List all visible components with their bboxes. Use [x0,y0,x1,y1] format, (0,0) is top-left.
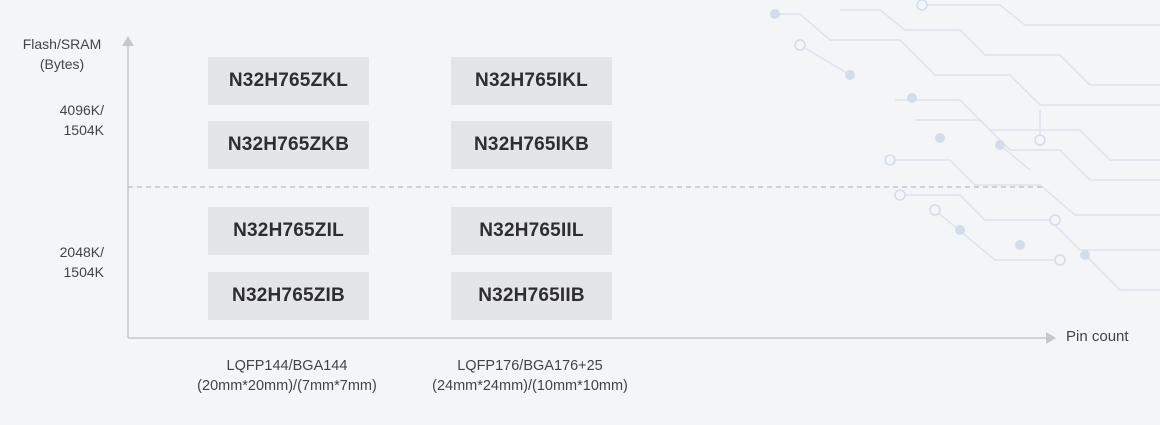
y-axis-arrow [122,36,134,46]
x-category-line2: (24mm*24mm)/(10mm*10mm) [432,378,628,394]
y-axis-title-line2: (Bytes) [39,56,85,72]
part-box-n32h765zil[interactable]: N32H765ZIL [208,207,369,255]
part-box-n32h765iil[interactable]: N32H765IIL [451,207,612,255]
x-axis-title: Pin count [1066,328,1129,345]
y-tick-2048k: 2048K/ 1504K [20,242,104,282]
x-category-line2: (20mm*20mm)/(7mm*7mm) [197,378,377,394]
y-tick-4096k: 4096K/ 1504K [20,100,104,140]
y-tick-line1: 4096K/ [59,102,104,118]
part-box-n32h765ikl[interactable]: N32H765IKL [451,57,612,105]
part-box-n32h765zib[interactable]: N32H765ZIB [208,272,369,320]
x-axis-arrow [1046,332,1056,344]
x-category-line1: LQFP176/BGA176+25 [457,358,603,374]
x-category-line1: LQFP144/BGA144 [226,358,348,374]
part-box-n32h765zkl[interactable]: N32H765ZKL [208,57,369,105]
part-box-n32h765zkb[interactable]: N32H765ZKB [208,121,369,169]
y-tick-line2: 1504K [63,264,104,280]
y-tick-line1: 2048K/ [59,244,104,260]
part-box-n32h765ikb[interactable]: N32H765IKB [451,121,612,169]
x-category-lqfp176: LQFP176/BGA176+25 (24mm*24mm)/(10mm*10mm… [400,356,660,396]
y-axis-title: Flash/SRAM (Bytes) [10,34,114,74]
part-box-n32h765iib[interactable]: N32H765IIB [451,272,612,320]
y-axis-title-line1: Flash/SRAM [22,36,102,52]
y-tick-line2: 1504K [63,122,104,138]
x-category-lqfp144: LQFP144/BGA144 (20mm*20mm)/(7mm*7mm) [157,356,417,396]
